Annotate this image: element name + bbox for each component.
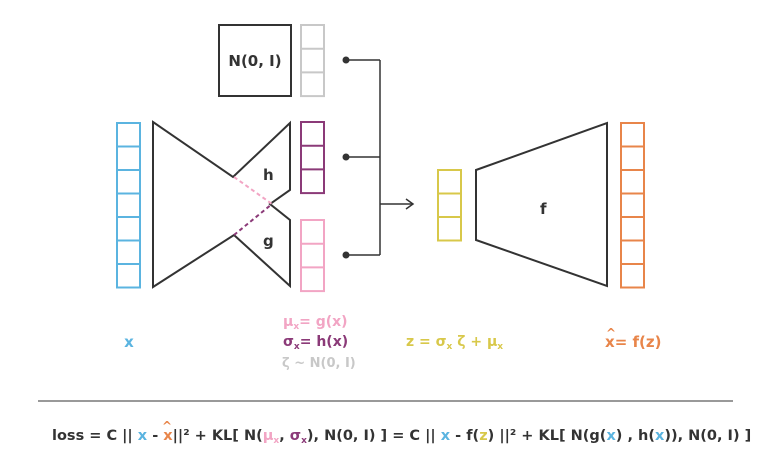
xhat-equation: x= f(z) xyxy=(605,333,661,351)
noise-box-label: N(0, I) xyxy=(228,52,281,70)
mu-vector xyxy=(300,219,325,293)
encoder-dash-sigma xyxy=(233,203,273,236)
encoder-dash-mu xyxy=(233,176,273,205)
noise-box xyxy=(218,24,292,97)
sigma-vector xyxy=(300,121,325,195)
xhat-hat: ^ xyxy=(606,326,616,340)
input-vector xyxy=(116,122,141,289)
output-vector xyxy=(620,122,645,289)
mu-equation: μx= g(x) xyxy=(283,314,348,332)
decoder-shape xyxy=(475,121,608,288)
noise-vector xyxy=(300,24,325,98)
z-vec-frame xyxy=(437,169,462,242)
zeta-equation: ζ ~ N(0, I) xyxy=(282,356,356,371)
f-label: f xyxy=(540,200,547,218)
encoder-shape xyxy=(152,120,291,289)
sigma-vec-frame xyxy=(300,121,325,195)
sigma-equation: σx= h(x) xyxy=(283,334,348,352)
z-equation: z = σx ζ + μx xyxy=(406,334,503,352)
connector-dot-mu xyxy=(342,251,350,259)
output-vec-frame xyxy=(620,122,645,289)
loss-equation: loss = C || x - x||² + KL[ N(μx, σx), N(… xyxy=(52,428,751,446)
g-label: g xyxy=(263,232,274,250)
z-vector xyxy=(437,169,462,242)
h-label: h xyxy=(263,166,274,184)
x-label: x xyxy=(124,333,134,351)
loss-xhat-hat: ^ xyxy=(162,419,172,433)
input-vec-frame xyxy=(116,122,141,289)
mu-vec-frame xyxy=(300,219,325,293)
noise-vec-frame xyxy=(300,24,325,98)
connector-dot-noise xyxy=(342,56,350,64)
connector-lines xyxy=(346,59,415,256)
connector-dot-sigma xyxy=(342,153,350,161)
